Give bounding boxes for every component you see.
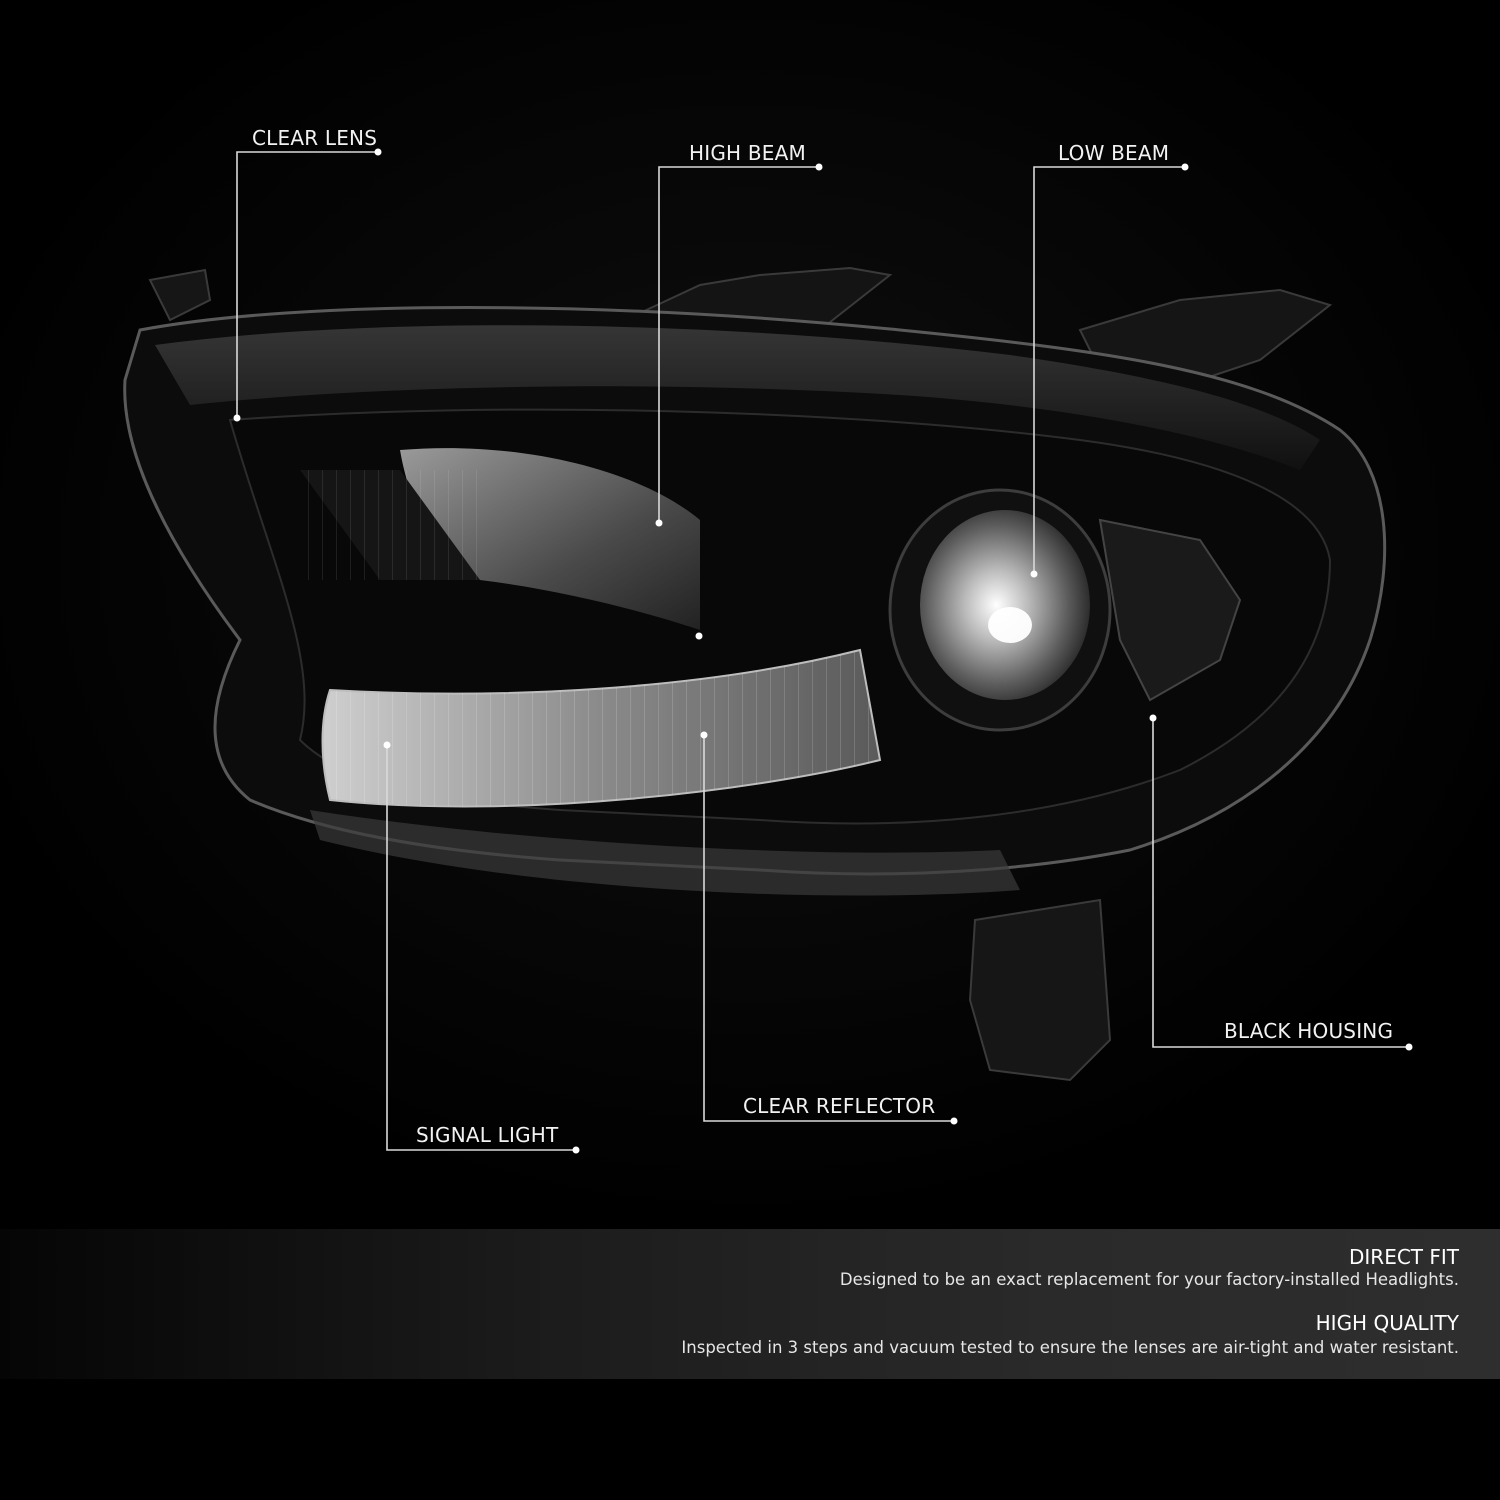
- callout-line-clear-reflector: [703, 735, 954, 1122]
- callout-black-housing: BLACK HOUSING: [1224, 1019, 1394, 1043]
- clear-lens-band: [155, 325, 1320, 470]
- callout-lines: [236, 151, 1409, 1151]
- feature-title-direct-fit: DIRECT FIT: [1349, 1245, 1459, 1269]
- callout-clear-lens: CLEAR LENS: [252, 126, 378, 150]
- bottom-trim: [310, 810, 1020, 896]
- callout-line-black-housing: [1152, 718, 1409, 1048]
- callout-low-beam: LOW BEAM: [1058, 141, 1170, 165]
- high-beam-ribs: [300, 470, 480, 580]
- callout-high-beam: HIGH BEAM: [689, 141, 806, 165]
- callout-line-clear-lens: [236, 151, 378, 418]
- feature-title-high-quality: HIGH QUALITY: [1315, 1311, 1459, 1335]
- mounting-tab-left: [148, 268, 212, 322]
- callout-line-signal-light: [386, 745, 576, 1151]
- callout-signal-light: SIGNAL LIGHT: [416, 1123, 559, 1147]
- feature-info-band: DIRECT FIT Designed to be an exact repla…: [0, 1229, 1500, 1379]
- feature-desc-direct-fit: Designed to be an exact replacement for …: [839, 1270, 1459, 1289]
- callout-line-high-beam: [658, 166, 819, 523]
- low-beam-projector: [920, 510, 1090, 700]
- wiring-connector: [968, 898, 1112, 1082]
- callout-clear-reflector: CLEAR REFLECTOR: [743, 1094, 936, 1118]
- reflector-texture: [322, 650, 880, 807]
- callout-line-low-beam: [1033, 166, 1185, 574]
- feature-desc-high-quality: Inspected in 3 steps and vacuum tested t…: [681, 1338, 1459, 1357]
- callout-dots: [233, 148, 1413, 1154]
- housing-trim: [1098, 518, 1242, 702]
- low-beam-bulb: [988, 607, 1032, 643]
